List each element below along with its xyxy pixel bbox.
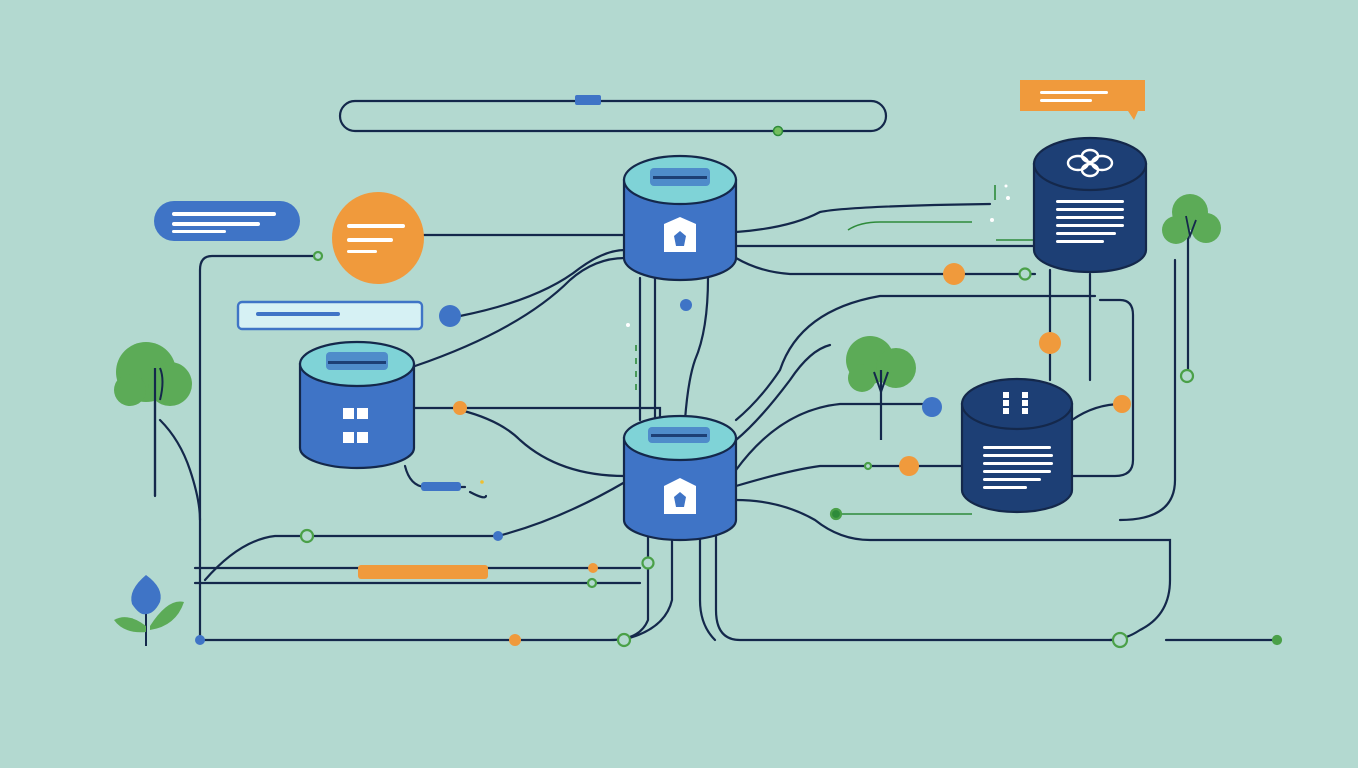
tree-left: [114, 342, 192, 406]
message-bubble-left: [154, 201, 300, 241]
tree-center: [846, 336, 916, 440]
top-bar-frame: [338, 99, 888, 133]
input-panel: [236, 300, 424, 331]
plant-bottom-left: [114, 575, 184, 646]
database-top-center: [622, 154, 738, 282]
blue-dots: [195, 299, 942, 645]
blue-pill: [421, 482, 461, 491]
green-connectors: [635, 185, 1033, 515]
orange-bar: [358, 565, 488, 579]
connectors: [153, 99, 1280, 642]
database-top-right: [1032, 136, 1148, 274]
orange-dots: [453, 263, 1131, 646]
tree-right: [1162, 194, 1221, 244]
link-icon: [1066, 148, 1114, 178]
green-dots: [299, 250, 1283, 649]
left-trunk: [198, 254, 320, 642]
top-bar-handle: [575, 95, 601, 105]
orange-message-circle: [332, 192, 424, 284]
sparkle-dots: [480, 184, 1010, 484]
connector-dot: [772, 125, 784, 137]
message-bubble-top-right: [1020, 80, 1145, 120]
top-progress-bar: [575, 95, 784, 137]
grid-icon: [1003, 392, 1028, 414]
database-left: [298, 340, 416, 470]
grid-icon: [343, 408, 368, 443]
database-right: [960, 377, 1074, 514]
database-bottom-center: [622, 414, 738, 542]
